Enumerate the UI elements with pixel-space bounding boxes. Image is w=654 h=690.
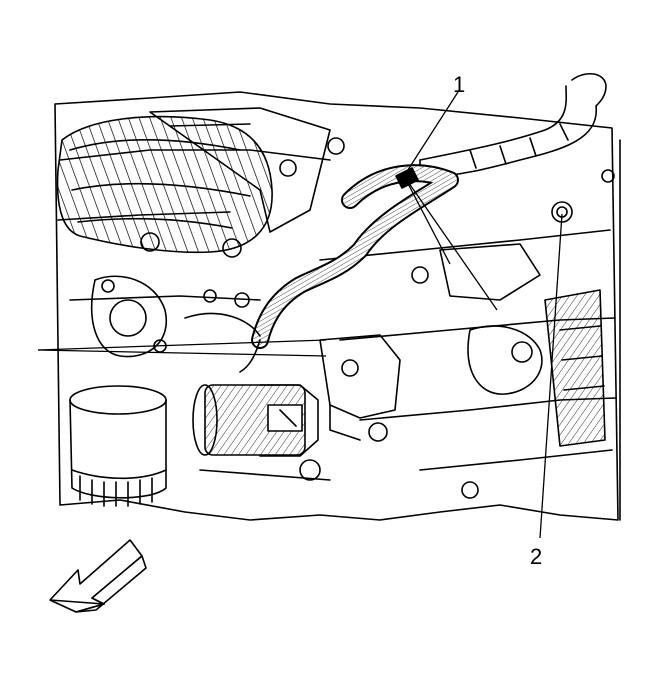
leader-line-1b: [403, 175, 498, 311]
starter-motor: [192, 384, 331, 481]
callout-label-1: 1: [453, 72, 466, 97]
callout-label-2: 2: [530, 544, 543, 569]
oil-filter: [69, 385, 167, 507]
filter-adapter: [91, 275, 168, 358]
leader-lines: [37, 91, 563, 539]
coolant-hose: [419, 73, 607, 179]
leader-line-2: [539, 213, 563, 539]
exhaust-manifold: [56, 115, 297, 258]
leader-line-1: [403, 91, 459, 177]
front-of-vehicle-arrow-icon: [49, 539, 147, 613]
sensor-connector: [467, 289, 606, 447]
engine-mount-bracket: [319, 334, 401, 442]
heat-shield: [149, 107, 331, 233]
